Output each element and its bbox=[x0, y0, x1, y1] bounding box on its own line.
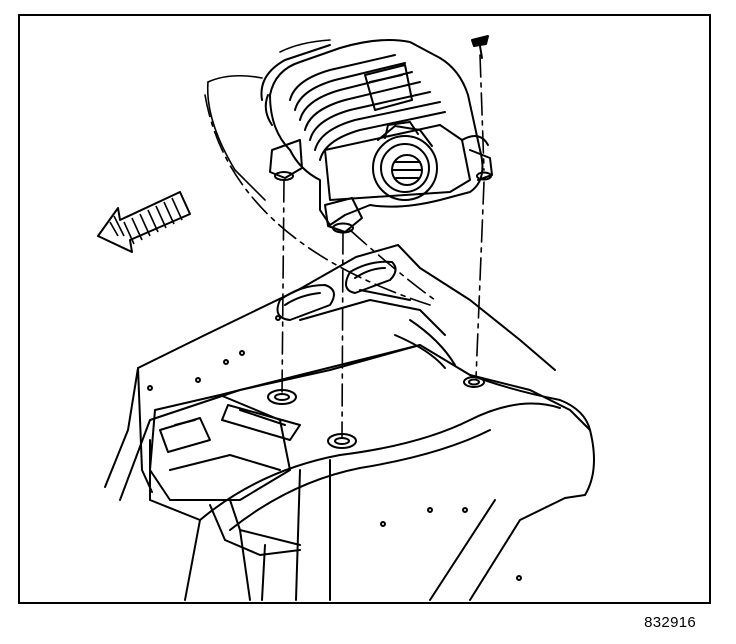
console-body bbox=[104, 244, 595, 601]
figure-number: 832916 bbox=[644, 614, 696, 631]
arrow-icon bbox=[97, 191, 191, 253]
screw bbox=[471, 35, 489, 59]
duct-outline bbox=[206, 39, 331, 201]
diagram-frame bbox=[18, 14, 711, 604]
blower-housing bbox=[260, 39, 493, 234]
assembly-lines bbox=[204, 54, 485, 439]
